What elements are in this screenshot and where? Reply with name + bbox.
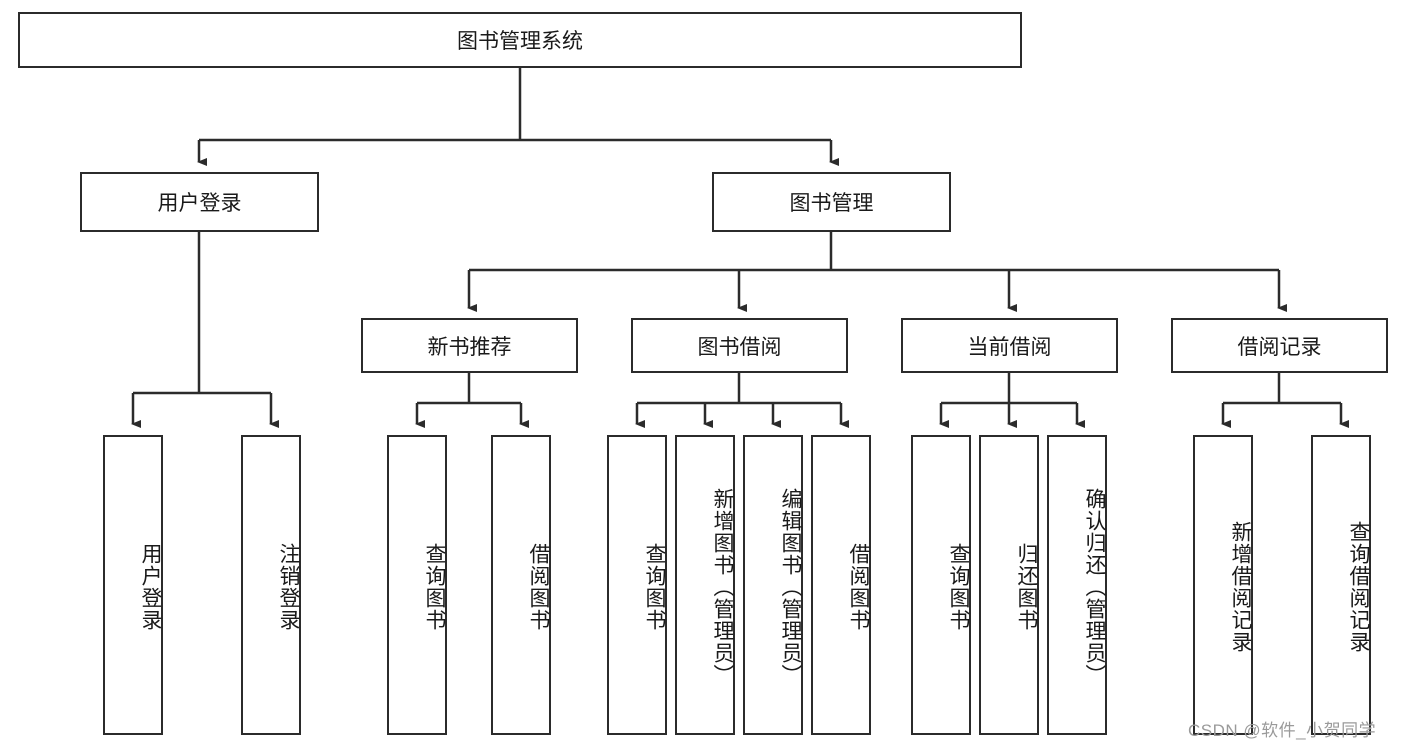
node-new-book-recommend-label: 新书推荐: [427, 335, 512, 359]
leaf-logout-login-label: 注销登录: [277, 543, 300, 631]
leaf-query-book-3-label: 查询图书: [947, 543, 970, 631]
leaf-borrow-book-1-label: 借阅图书: [527, 543, 550, 631]
node-book-management-label: 图书管理: [789, 192, 874, 215]
leaf-user-login-label: 用户登录: [139, 543, 162, 631]
leaf-confirm-return[interactable]: 确认归还（管理员）: [1047, 435, 1107, 735]
leaf-add-record-label: 新增借阅记录: [1229, 521, 1252, 653]
leaf-add-record[interactable]: 新增借阅记录: [1193, 435, 1253, 735]
node-current-borrow-label: 当前借阅: [967, 335, 1052, 359]
leaf-return-book-label: 归还图书: [1015, 543, 1038, 631]
leaf-query-book-2[interactable]: 查询图书: [607, 435, 667, 735]
leaf-query-book-2-label: 查询图书: [643, 543, 666, 631]
node-user-login[interactable]: 用户登录: [80, 172, 319, 232]
leaf-query-record[interactable]: 查询借阅记录: [1311, 435, 1371, 735]
leaf-borrow-book-1[interactable]: 借阅图书: [491, 435, 551, 735]
leaf-borrow-book-2-label: 借阅图书: [847, 543, 870, 631]
node-root[interactable]: 图书管理系统: [18, 12, 1022, 68]
node-book-borrow[interactable]: 图书借阅: [631, 318, 848, 373]
leaf-logout-login[interactable]: 注销登录: [241, 435, 301, 735]
leaf-user-login[interactable]: 用户登录: [103, 435, 163, 735]
node-new-book-recommend[interactable]: 新书推荐: [361, 318, 578, 373]
leaf-borrow-book-2[interactable]: 借阅图书: [811, 435, 871, 735]
leaf-query-book-1[interactable]: 查询图书: [387, 435, 447, 735]
node-borrow-record-label: 借阅记录: [1237, 335, 1322, 359]
leaf-query-book-1-label: 查询图书: [423, 543, 446, 631]
leaf-query-record-label: 查询借阅记录: [1347, 521, 1370, 653]
leaf-add-book-label: 新增图书（管理员）: [711, 488, 734, 686]
leaf-confirm-return-label: 确认归还（管理员）: [1083, 488, 1106, 686]
node-book-management[interactable]: 图书管理: [712, 172, 951, 232]
csdn-watermark: CSDN @软件_小贺同学: [1188, 721, 1377, 740]
node-root-label: 图书管理系统: [457, 30, 583, 53]
leaf-add-book[interactable]: 新增图书（管理员）: [675, 435, 735, 735]
node-book-borrow-label: 图书借阅: [697, 335, 782, 359]
node-user-login-label: 用户登录: [157, 192, 242, 215]
node-borrow-record[interactable]: 借阅记录: [1171, 318, 1388, 373]
leaf-edit-book-label: 编辑图书（管理员）: [779, 488, 802, 686]
node-current-borrow[interactable]: 当前借阅: [901, 318, 1118, 373]
leaf-query-book-3[interactable]: 查询图书: [911, 435, 971, 735]
leaf-return-book[interactable]: 归还图书: [979, 435, 1039, 735]
leaf-edit-book[interactable]: 编辑图书（管理员）: [743, 435, 803, 735]
